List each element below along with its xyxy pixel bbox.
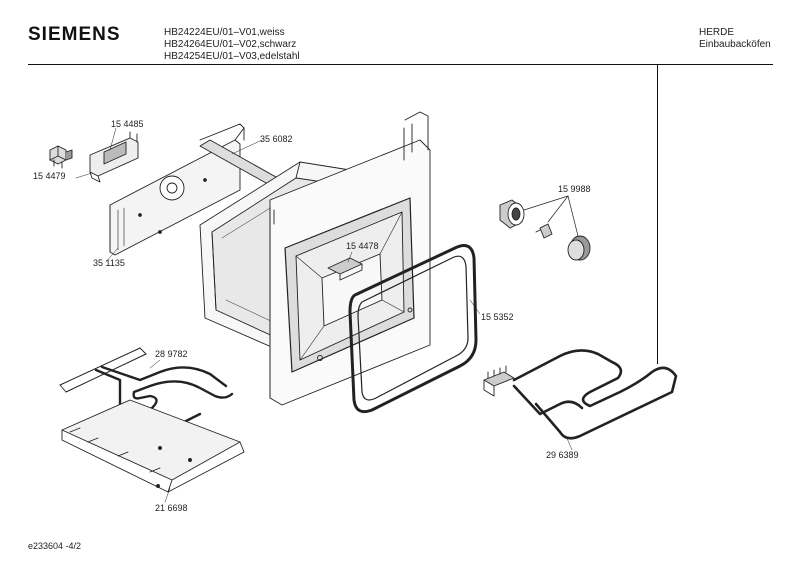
switch-part-drawing	[49, 145, 73, 169]
back-panel-drawing	[109, 123, 245, 256]
part-number-label: 15 5352	[481, 312, 514, 322]
model-list: HB24224EU/01–V01,weiss HB24264EU/01–V02,…	[164, 27, 300, 63]
bottom-tray-drawing	[61, 399, 245, 493]
lamp-assembly-drawing	[499, 195, 591, 261]
grill-heater-drawing	[483, 349, 678, 440]
brand-logo: SIEMENS	[28, 24, 121, 45]
model-line: HB24224EU/01–V01,weiss	[164, 27, 285, 38]
document-id: e233604 -4/2	[28, 541, 82, 551]
model-line: HB24264EU/01–V02,schwarz	[164, 39, 297, 50]
category-sub: Einbaubacköfen	[699, 39, 771, 50]
part-number-label: 29 6389	[546, 450, 579, 460]
part-number-label: 21 6698	[155, 503, 188, 513]
door-seal-drawing	[348, 244, 478, 414]
bracket-part-drawing	[89, 131, 139, 183]
part-number-label: 15 4478	[346, 241, 379, 251]
part-number-label: 15 4479	[33, 171, 66, 181]
front-frame-drawing	[269, 111, 431, 406]
part-number-label: 15 9988	[558, 184, 591, 194]
part-number-label: 35 6082	[260, 134, 293, 144]
category-block: HERDE Einbaubacköfen	[699, 27, 771, 51]
category-main: HERDE	[699, 27, 735, 38]
part-number-label: 35 1135	[93, 258, 125, 268]
heater-bracket-drawing	[327, 257, 363, 281]
section-divider	[657, 64, 658, 364]
header-rule	[28, 64, 773, 65]
part-number-label: 15 4485	[111, 119, 144, 129]
part-number-label: 28 9782	[155, 349, 188, 359]
model-line: HB24254EU/01–V03,edelstahl	[164, 51, 300, 62]
leader-lines	[75, 127, 573, 503]
